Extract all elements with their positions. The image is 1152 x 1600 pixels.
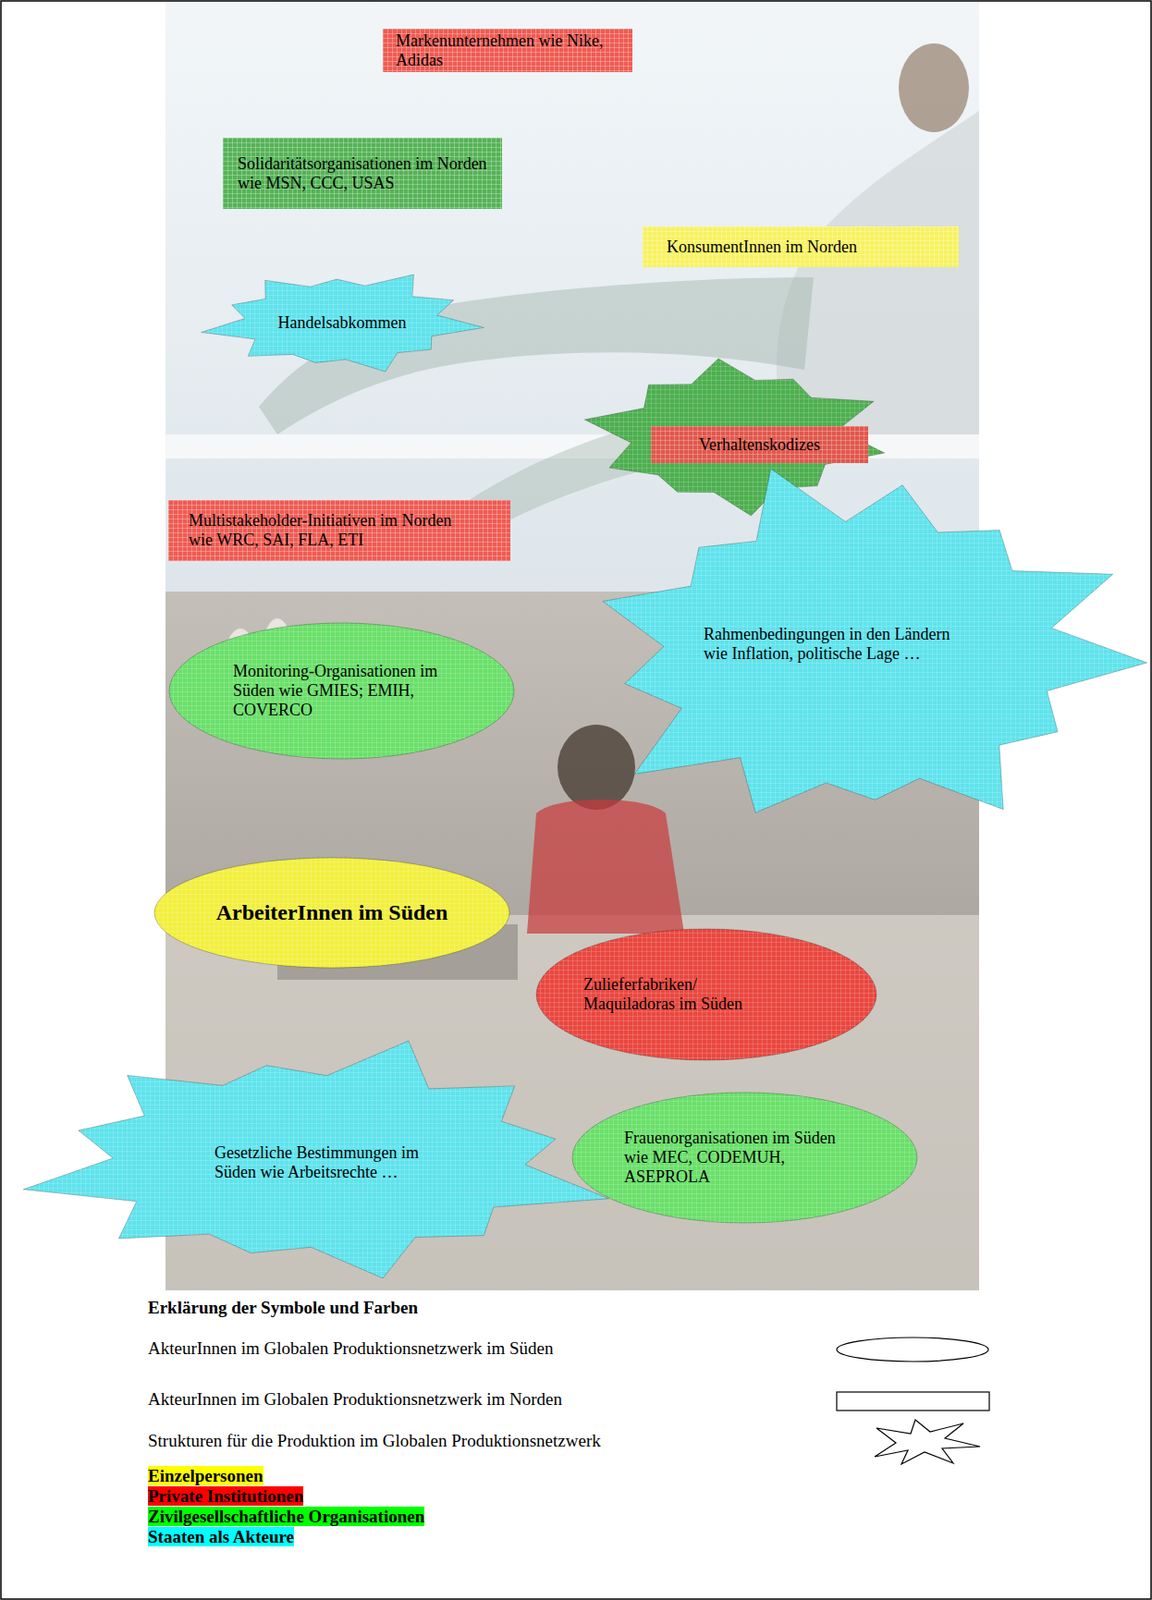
node-text: Gesetzliche Bestimmungen im Süden wie Ar…	[214, 1143, 432, 1182]
ellipse-hatch	[572, 1092, 918, 1224]
legend-text: AkteurInnen im Globalen Produktionsnetzw…	[147, 1338, 554, 1359]
photo-shirt	[776, 110, 980, 435]
star-hatch	[201, 274, 485, 372]
legend-row: Zivilgesellschaftliche Organisationen	[147, 1507, 425, 1528]
node-text: Monitoring-Organisationen im Süden wie G…	[232, 661, 474, 720]
node-text: Markenunternehmen wie Nike, Adidas	[395, 31, 624, 70]
node-text: Multistakeholder-Initiativen im Norden w…	[188, 511, 465, 550]
legend-row: Einzelpersonen	[147, 1466, 264, 1487]
legend-text: Zivilgesellschaftliche Organisationen	[147, 1507, 425, 1527]
ngo-north-box: Solidaritätsorganisationen im Norden wie…	[222, 137, 503, 209]
text-area: Monitoring-Organisationen im Süden wie G…	[232, 633, 474, 749]
star-fill	[201, 274, 485, 372]
text-area: Handelsabkommen	[263, 304, 421, 342]
node-text: Rahmenbedingungen in den Ländern wie Inf…	[703, 625, 968, 663]
legend-rect-symbol	[836, 1392, 990, 1411]
legend-swatch: Einzelpersonen	[147, 1466, 264, 1486]
star-hatch	[584, 358, 884, 516]
legend-swatch: Staaten als Akteure	[147, 1527, 295, 1547]
legend-row: Staaten als Akteure	[147, 1527, 295, 1548]
ellipse-hatch	[154, 857, 510, 969]
legend-text: AkteurInnen im Globalen Produktionsnetzw…	[147, 1389, 563, 1410]
node-text: Zulieferfabriken/ Maquiladoras im Süden	[583, 975, 746, 1014]
structure-star: Rahmenbedingungen in den Ländern wie Inf…	[571, 459, 1148, 847]
star-fill	[584, 358, 884, 516]
photo-worker-apron	[526, 799, 685, 934]
legend-swatch: Zivilgesellschaftliche Organisationen	[147, 1507, 425, 1527]
text-area: Verhaltenskodizes	[650, 426, 869, 464]
ngo-south-ellipse: Monitoring-Organisationen im Süden wie G…	[168, 622, 515, 760]
legend-text: Private Institutionen	[147, 1486, 304, 1507]
ellipse-hatch	[169, 623, 515, 760]
legend-text: Staaten als Akteure	[147, 1527, 295, 1547]
node-text: ArbeiterInnen im Süden	[216, 900, 449, 927]
photo-head	[898, 43, 969, 133]
legend-row: AkteurInnen im Globalen Produktionsnetzw…	[147, 1389, 563, 1410]
star-hatch	[23, 1041, 609, 1279]
node-text: KonsumentInnen im Norden	[666, 237, 858, 258]
node-text: Frauenorganisationen im Süden wie MEC, C…	[624, 1128, 856, 1187]
legend-row: Strukturen für die Produktion im Globale…	[147, 1431, 601, 1452]
text-area: Frauenorganisationen im Süden wie MEC, C…	[624, 1102, 856, 1214]
structure-star: Gesetzliche Bestimmungen im Süden wie Ar…	[15, 1035, 623, 1288]
consumer-box: KonsumentInnen im Norden	[642, 226, 959, 268]
photo-worker-head	[557, 724, 636, 810]
factory-ellipse: Zulieferfabriken/ Maquiladoras im Süden	[535, 928, 878, 1062]
structure-star: Handelsabkommen	[198, 267, 485, 378]
legend-swatch: Private Institutionen	[147, 1486, 304, 1507]
legend-text: Strukturen für die Produktion im Globale…	[147, 1431, 601, 1451]
legend-text: Einzelpersonen	[147, 1466, 264, 1486]
ellipse-fill	[154, 857, 510, 969]
text-area: Rahmenbedingungen in den Ländern wie Inf…	[703, 598, 968, 691]
ellipse-hatch	[536, 929, 877, 1061]
node-text: Handelsabkommen	[278, 313, 407, 333]
ellipse-fill	[169, 623, 515, 760]
legend-row: Private Institutionen	[147, 1486, 304, 1508]
legend-star-symbol	[874, 1420, 981, 1465]
legend-row: AkteurInnen im Globalen Produktionsnetzw…	[147, 1338, 554, 1360]
legend-title: Erklärung der Symbole und Farben	[147, 1298, 418, 1319]
company-box: Markenunternehmen wie Nike, Adidas	[382, 28, 633, 73]
structure-star: Verhaltenskodizes	[581, 352, 888, 521]
node-text: Solidaritätsorganisationen im Norden wie…	[237, 154, 490, 193]
star-fill	[23, 1041, 609, 1279]
worker-ellipse: ArbeiterInnen im Süden	[153, 857, 511, 969]
ngo-south-ellipse: Frauenorganisationen im Süden wie MEC, C…	[571, 1091, 919, 1225]
ellipse-fill	[536, 929, 877, 1061]
initiative-box: Multistakeholder-Initiativen im Norden w…	[168, 500, 511, 562]
ellipse-fill	[572, 1092, 918, 1224]
star-fill	[602, 468, 1148, 813]
star-hatch	[602, 468, 1148, 813]
text-area: ArbeiterInnen im Süden	[171, 866, 492, 960]
text-area: Zulieferfabriken/ Maquiladoras im Süden	[583, 942, 746, 1048]
text-area: Gesetzliche Bestimmungen im Süden wie Ar…	[214, 1118, 432, 1207]
node-text: Verhaltenskodizes	[698, 435, 821, 455]
legend-ellipse-symbol	[836, 1337, 989, 1362]
